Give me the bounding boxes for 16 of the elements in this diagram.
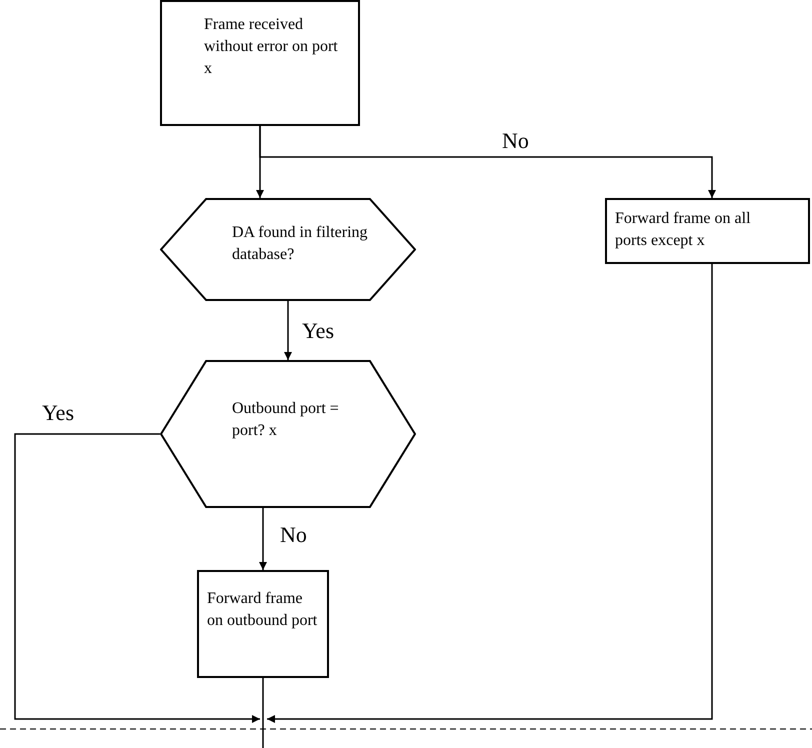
- connector-line: [262, 678, 264, 748]
- node-text: Forward frame on outbound port: [207, 589, 318, 631]
- arrow: [259, 508, 267, 570]
- node-text: Frame received without error on port x: [204, 15, 339, 79]
- node-text: Forward frame on all ports except x: [615, 209, 752, 251]
- arrow: [259, 126, 716, 198]
- decision-hexagon: [160, 360, 416, 508]
- node-text: DA found in filtering database?: [232, 223, 369, 265]
- process-box: [197, 570, 329, 678]
- process-box: [160, 0, 360, 126]
- arrow: [267, 264, 713, 723]
- arrow: [14, 433, 260, 723]
- process-box: [605, 198, 810, 264]
- node-text: Outbound port = port? x: [232, 399, 340, 441]
- arrow: [284, 301, 292, 360]
- decision-hexagon: [160, 198, 416, 301]
